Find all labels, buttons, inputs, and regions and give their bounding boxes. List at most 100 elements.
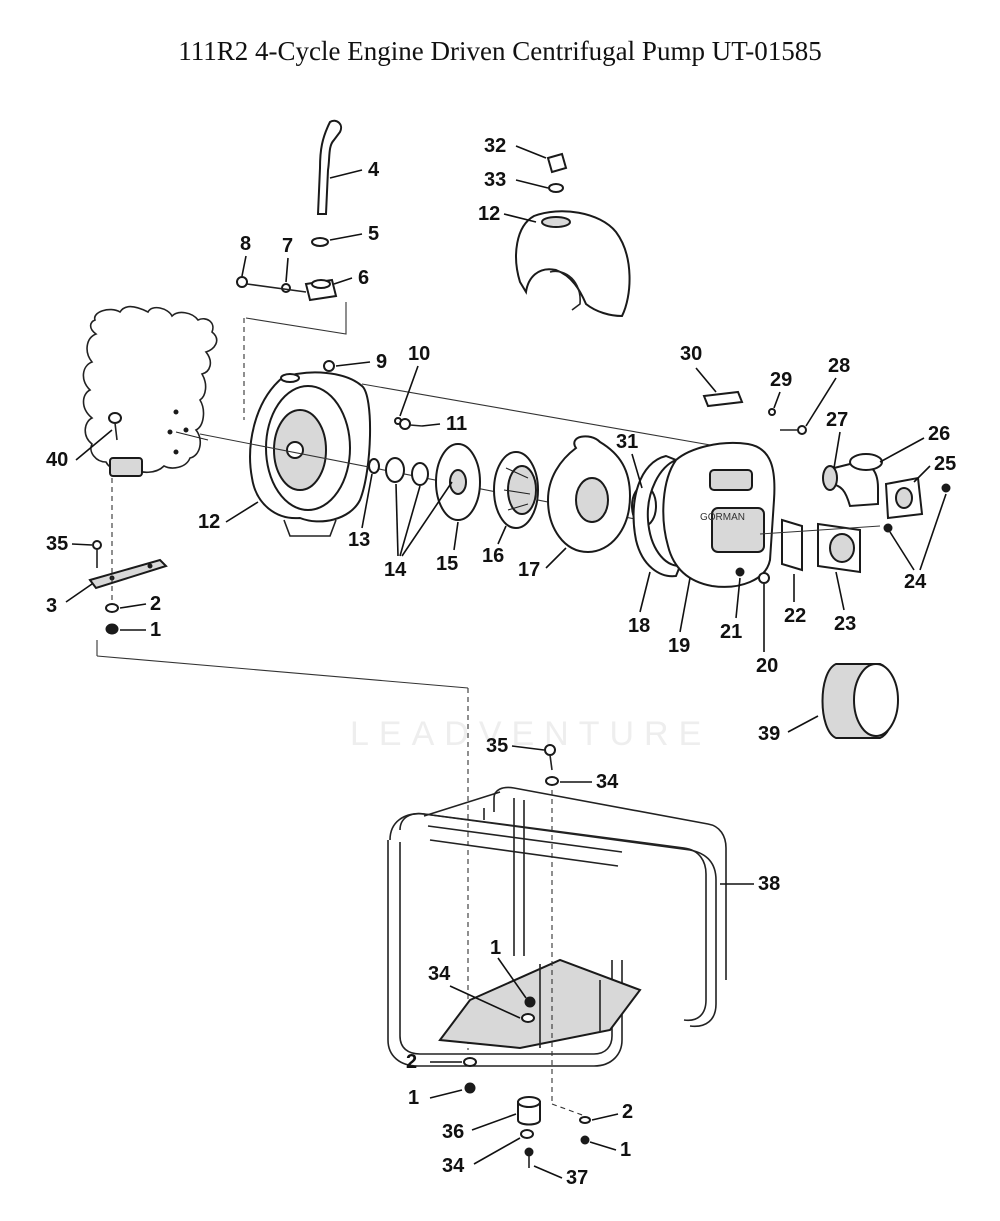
part-40-bolt: [108, 412, 122, 441]
svg-text:32: 32: [484, 135, 506, 157]
svg-text:7: 7: [282, 235, 293, 257]
part-25-flange: [884, 476, 924, 520]
part-22-gasket: [781, 518, 803, 572]
part-1-nut-left: [105, 623, 119, 635]
svg-text:5: 5: [368, 223, 379, 245]
part-2-washer-left: [105, 603, 119, 613]
callout-7: 7: [282, 235, 293, 283]
part-2-washer-bottom: [463, 1057, 477, 1067]
callout-1-bottom: 1: [408, 1087, 463, 1109]
svg-text:29: 29: [770, 369, 792, 391]
part-19-pump-body: GORMAN: [662, 442, 776, 588]
svg-text:34: 34: [428, 963, 451, 985]
svg-text:27: 27: [826, 409, 848, 431]
part-34-washer-bottom: [520, 1129, 534, 1139]
callout-36: 36: [442, 1113, 517, 1143]
part-1-nut-right: [580, 1135, 590, 1145]
svg-text:37: 37: [566, 1167, 588, 1189]
callout-2-left: 2: [119, 593, 161, 615]
callout-4: 4: [329, 159, 380, 181]
part-29-washer: [768, 408, 776, 416]
part-39-strainer: [821, 663, 899, 739]
part-24-bolts: [883, 483, 951, 533]
svg-text:6: 6: [358, 267, 369, 289]
svg-text:31: 31: [616, 431, 638, 453]
part-27-elbow: [822, 462, 879, 508]
callout-1-left: 1: [120, 619, 161, 641]
callout-25: 25: [913, 453, 956, 483]
svg-text:21: 21: [720, 621, 742, 643]
callouts: 32 33 12 4 5 6 7 8 9 10 11 40 12 13 14 1…: [46, 135, 956, 1189]
svg-text:35: 35: [486, 735, 508, 757]
svg-text:1: 1: [490, 937, 501, 959]
svg-text:14: 14: [384, 559, 407, 581]
part-3-mount-bracket: [88, 558, 168, 590]
callout-39: 39: [758, 715, 819, 745]
svg-text:GORMAN: GORMAN: [700, 512, 745, 523]
part-12-casing-main: [249, 371, 371, 537]
callout-34-frame: 34: [428, 963, 521, 1019]
callout-26: 26: [879, 423, 950, 463]
callout-35-left: 35: [46, 533, 93, 555]
callout-2-bottom: 2: [406, 1051, 462, 1073]
svg-text:13: 13: [348, 529, 370, 551]
engine-outline: [82, 305, 218, 477]
svg-text:1: 1: [408, 1087, 419, 1109]
svg-text:2: 2: [622, 1101, 633, 1123]
svg-text:1: 1: [150, 619, 161, 641]
svg-text:34: 34: [442, 1155, 465, 1177]
svg-text:10: 10: [408, 343, 430, 365]
part-34-washer-frame: [521, 1013, 535, 1023]
callout-19: 19: [668, 577, 691, 657]
svg-text:4: 4: [368, 159, 380, 181]
part-12-casing-top: [515, 210, 631, 318]
svg-text:35: 35: [46, 533, 68, 555]
part-16-impeller: [493, 451, 539, 529]
svg-text:12: 12: [198, 511, 220, 533]
callout-35-frame: 35: [486, 735, 545, 757]
callout-11: 11: [421, 413, 467, 435]
callout-8: 8: [240, 233, 251, 277]
svg-text:2: 2: [406, 1051, 417, 1073]
callout-1-right: 1: [589, 1139, 631, 1161]
svg-text:15: 15: [436, 553, 458, 575]
part-11-bolt: [399, 418, 423, 430]
part-26-pipe: [849, 453, 883, 471]
callout-37: 37: [533, 1165, 588, 1189]
svg-text:34: 34: [596, 771, 619, 793]
part-28-bolt: [780, 425, 807, 435]
callout-20: 20: [756, 584, 778, 677]
part-18-gasket: [632, 454, 682, 578]
callout-1-frame: 1: [490, 937, 527, 999]
svg-text:8: 8: [240, 233, 251, 255]
svg-text:19: 19: [668, 635, 690, 657]
callout-9: 9: [335, 351, 387, 373]
svg-text:26: 26: [928, 423, 950, 445]
part-17-volute: [546, 435, 632, 554]
watermark: LEADVENTURE: [350, 715, 711, 753]
svg-text:12: 12: [478, 203, 500, 225]
svg-text:17: 17: [518, 559, 540, 581]
svg-text:18: 18: [628, 615, 650, 637]
part-35-bolt-frame: [544, 744, 556, 771]
part-38-frame: [387, 786, 727, 1067]
callout-13: 13: [348, 473, 373, 551]
part-6-bracket: [304, 278, 338, 302]
part-9-plug: [323, 360, 335, 372]
callout-10: 10: [399, 343, 430, 417]
part-2-washer-right: [579, 1116, 591, 1124]
svg-text:11: 11: [446, 413, 467, 435]
svg-text:33: 33: [484, 169, 506, 191]
callout-24: 24: [889, 493, 947, 593]
callout-12-main: 12: [198, 501, 259, 533]
svg-text:25: 25: [934, 453, 956, 475]
callout-31: 31: [616, 431, 643, 489]
svg-text:36: 36: [442, 1121, 464, 1143]
callout-3: 3: [46, 583, 93, 617]
svg-text:30: 30: [680, 343, 702, 365]
svg-text:39: 39: [758, 723, 780, 745]
svg-text:28: 28: [828, 355, 850, 377]
callout-30: 30: [680, 343, 717, 393]
svg-text:1: 1: [620, 1139, 631, 1161]
